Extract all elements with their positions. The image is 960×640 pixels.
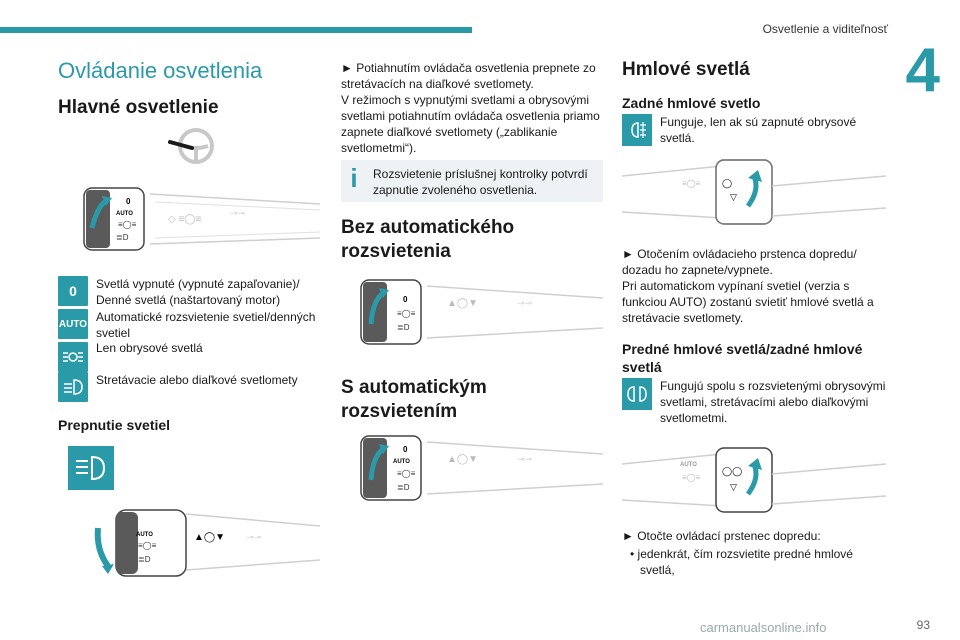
svg-text:⊸⊸: ⊸⊸ [517,298,533,308]
paragraph-flash: ► Potiahnutím ovládača osvetlenia prepne… [341,61,596,91]
paragraph-flash-detail: V režimoch s vypnutými svetlami a obryso… [341,93,600,155]
heading-no-auto: Bez automatického rozsvietenia [341,217,515,262]
front-fog-bullet: • jedenkrát, čím rozsvietite predné hmlo… [630,547,853,577]
auto-icon: AUTO [58,309,88,339]
heading-fog-lights: Hmlové svetlá [622,59,750,80]
svg-text:⊸⊸: ⊸⊸ [517,454,533,464]
svg-text:≣D: ≣D [116,233,129,242]
beam-switch-stalk-illustration: AUTO ≡◯≡ ≣D ▲◯▼ ⊸⊸ [94,509,320,577]
front-rear-fog-icon [622,378,652,410]
rear-fog-text: Funguje, len ak sú zapnuté obrysové svet… [660,115,857,145]
svg-text:▲◯▼: ▲◯▼ [194,532,225,543]
rear-fog-paragraph-1: ► Otočením ovládacieho prstenca dopredu/… [622,247,857,277]
lighting-stalk-illustration: 0 AUTO ≡◯≡ ≣D ◇ ≡◯≡ ⊸⊸ [83,187,320,251]
front-fog-text-lead: Fungujú spolu s rozsvietenými obrysovými… [660,379,886,425]
position-lights-icon [58,342,88,372]
steering-wheel-icon [168,128,214,164]
page-number: 93 [916,618,930,632]
heading-auto: S automatickým rozsvietením [341,377,487,422]
section-title: Osvetlenie a viditeľnosť [762,22,888,36]
svg-text:≡◯≡: ≡◯≡ [397,309,416,318]
zero-icon: 0 [58,276,88,306]
svg-text:AUTO: AUTO [136,532,153,538]
header-accent-bar [0,27,472,33]
watermark: carmanualsonline.info [700,620,827,635]
svg-text:0: 0 [403,445,408,454]
svg-text:AUTO: AUTO [116,211,133,217]
svg-text:▲◯▼: ▲◯▼ [447,298,478,309]
svg-text:≣D: ≣D [397,323,410,332]
svg-text:≣D: ≣D [138,555,151,564]
chapter-number: 4 [905,36,940,105]
beam-switch-icon [68,446,114,490]
svg-text:◯: ◯ [722,178,732,189]
info-box: i Rozsvietenie príslušnej kontrolky potv… [341,160,603,202]
svg-text:◯◯: ◯◯ [722,466,742,477]
info-icon: i [350,163,358,193]
rear-fog-icon [622,114,652,146]
svg-text:≡◯≡: ≡◯≡ [138,541,157,550]
svg-text:AUTO: AUTO [393,459,410,465]
front-fog-paragraph-1: ► Otočte ovládací prstenec dopredu: [622,529,821,543]
heading-main-lighting: Hlavné osvetlenie [58,97,219,118]
page-title: Ovládanie osvetlenia [58,58,263,83]
svg-text:≡◯≡: ≡◯≡ [397,469,416,478]
rear-fog-paragraph-2: Pri automatickom vypínaní svetiel (verzi… [622,279,874,325]
svg-text:≡◯≡: ≡◯≡ [118,220,137,229]
headlights-icon [58,372,88,402]
svg-text:▲◯▼: ▲◯▼ [447,454,478,465]
svg-text:⊸⊸: ⊸⊸ [230,208,246,218]
svg-text:≡◯≡: ≡◯≡ [682,473,701,482]
stalk-no-auto-illustration: 0 ≡◯≡ ≣D ▲◯▼ ⊸⊸ [360,279,603,345]
heading-rear-fog: Zadné hmlové svetlo [622,95,761,111]
stalk-auto-illustration: 0 AUTO ≡◯≡ ≣D ▲◯▼ ⊸⊸ [360,435,603,501]
svg-text:◇ ≡◯≡: ◇ ≡◯≡ [168,214,201,225]
front-fog-stalk-illustration: AUTO ≡◯≡ ◯◯ ▽ [622,447,886,513]
svg-text:0: 0 [126,197,131,206]
svg-text:AUTO: AUTO [680,462,697,468]
rear-fog-stalk-illustration: ≡◯≡ ◯ ▽ [622,159,886,225]
svg-text:⊸⊸: ⊸⊸ [246,532,262,542]
svg-text:≡◯≡: ≡◯≡ [682,179,701,188]
svg-text:▽: ▽ [730,192,737,202]
svg-text:0: 0 [403,295,408,304]
heading-switch-lights: Prepnutie svetiel [58,417,171,433]
svg-text:▽: ▽ [730,482,737,492]
svg-text:≣D: ≣D [397,483,410,492]
heading-front-fog: Predné hmlové svetlá/zadné hmlové svetlá [622,341,863,375]
